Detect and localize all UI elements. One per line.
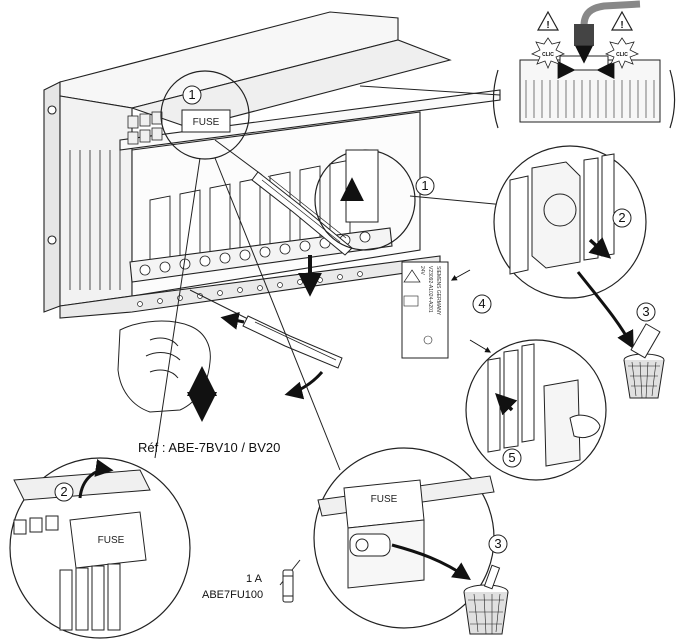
reference-label: Réf : ABE-7BV10 / BV20	[138, 440, 281, 455]
step-number-4: 4	[478, 296, 485, 311]
callout-relay-area: 1	[314, 149, 435, 251]
arrow-icon	[220, 311, 245, 330]
step-number-1b: 1	[421, 178, 428, 193]
clic-burst-icon: CLIC	[531, 37, 565, 70]
step-number-5: 5	[508, 450, 515, 465]
relay-module: SIEMENS GERMANY V23092-A1024-A201 24V	[401, 261, 449, 359]
relay-maker: SIEMENS GERMANY	[435, 266, 441, 316]
fuse-label-left: FUSE	[98, 535, 125, 546]
callout-fuse-cover: FUSE 2	[9, 457, 191, 639]
warning-icon: !	[536, 10, 560, 31]
clic-label-left: CLIC	[542, 52, 554, 58]
arrow-icon	[576, 271, 634, 350]
fuse-part-number: ABE7FU100	[202, 589, 264, 601]
fuse-rating-label: 1 A	[246, 573, 262, 585]
step-number-3b: 3	[494, 536, 501, 551]
leader-lines	[154, 85, 506, 586]
fuse-label-right: FUSE	[371, 494, 398, 505]
screwdriver-icon	[189, 289, 343, 369]
double-arrow-icon	[187, 366, 217, 422]
arrow-icon	[284, 371, 324, 400]
warning-icon: !	[610, 10, 634, 31]
step-number-3a: 3	[642, 304, 649, 319]
callout-relay-insert: 5	[465, 339, 607, 481]
relay-part: V23092-A1024-A201	[427, 266, 433, 313]
waste-basket-icon	[623, 323, 665, 399]
step-number-2b: 2	[60, 484, 67, 499]
fuse-holder: FUSE	[181, 109, 231, 133]
clic-label-right: CLIC	[616, 52, 628, 58]
clic-burst-icon: CLIC	[605, 37, 639, 70]
step-number-2a: 2	[618, 210, 625, 225]
fuse-label-main: FUSE	[193, 117, 220, 128]
svg-text:!: !	[546, 20, 549, 31]
fuse-cartridge-icon	[282, 569, 294, 603]
waste-basket-icon	[463, 564, 509, 635]
arrow-icon	[450, 269, 471, 281]
callout-fuse-area: 1	[160, 70, 250, 160]
step-number-1a: 1	[188, 87, 195, 102]
arrow-icon	[469, 339, 492, 353]
connector-detail	[492, 0, 676, 129]
callout-relay-remove: 2	[493, 145, 647, 299]
relay-rating: 24V	[419, 266, 425, 276]
svg-text:!: !	[620, 20, 623, 31]
callout-fuse-removal: FUSE 3	[313, 447, 508, 629]
